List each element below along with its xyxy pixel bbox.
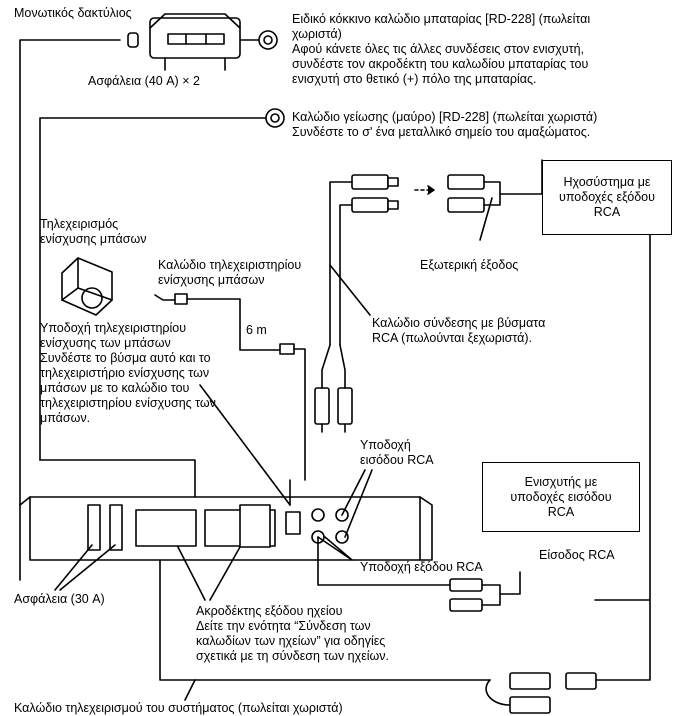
bass-socket-text: τηλεχειριστήριο ενίσχυσης των (40, 366, 210, 380)
rca-amplifier-text: RCA (547, 504, 575, 519)
fuse-box-40a-icon (149, 13, 241, 71)
ring-insulator-icon (127, 32, 139, 48)
bass-remote-text: Τηλεχειρισμός (40, 217, 119, 231)
battery-wire-text: συνδέστε τον ακροδέκτη του καλωδίου μπατ… (292, 57, 589, 71)
rca-input-label: Είσοδος RCA (539, 548, 615, 562)
bass-remote-cable-text: ενίσχυσης μπάσων (158, 273, 265, 287)
bass-socket-text: ενίσχυσης των μπάσων (40, 336, 171, 350)
rca-input-socket-note: Υποδοχή εισόδου RCA (360, 438, 434, 468)
amplifier-icon (19, 496, 433, 561)
rca-input-socket-text: Υποδοχή (360, 438, 411, 452)
bass-socket-text: τηλεχειριστηρίου ενίσχυσης των (40, 396, 216, 410)
ring-insulator-label: Μονωτικός δακτύλιος (14, 6, 132, 20)
speaker-terminal-note: Ακροδέκτης εξόδου ηχείου Δείτε την ενότη… (196, 604, 389, 664)
speaker-terminal-text: Ακροδέκτης εξόδου ηχείου (196, 604, 343, 618)
battery-wire-text: Αφού κάνετε όλες τις άλλες συνδέσεις στο… (292, 42, 584, 56)
speaker-terminal-text: καλωδίων των ηχείων” για οδηγίες (196, 634, 386, 648)
speaker-terminal-text: σχετικά με τη σύνδεση των ηχείων. (196, 649, 390, 663)
bass-remote-title: Τηλεχειρισμός ενίσχυσης μπάσων (40, 217, 146, 247)
battery-wire-text: Ειδικό κόκκινο καλώδιο μπαταρίας [RD-228… (292, 12, 591, 26)
battery-wire-text: χωριστά) (292, 27, 342, 41)
rca-output-socket-label: Υποδοχή εξόδου RCA (360, 560, 483, 574)
bass-remote-cable-title: Καλώδιο τηλεχειριστηρίου ενίσχυσης μπάσω… (158, 258, 301, 288)
external-output-label: Εξωτερική έξοδος (420, 258, 519, 272)
pointer-lines (54, 197, 493, 701)
rca-cable-text: Καλώδιο σύνδεσης με βύσματα (372, 316, 546, 330)
system-remote-label: Καλώδιο τηλεχειρισμού του συστήματος (πω… (14, 701, 343, 715)
fuse-30a-label: Ασφάλεια (30 A) (14, 592, 105, 606)
ground-wire-text: Καλώδιο γείωσης (μαύρο) [RD-228] (πωλείτ… (292, 110, 598, 124)
ground-wire-note: Καλώδιο γείωσης (μαύρο) [RD-228] (πωλείτ… (292, 110, 597, 140)
bass-remote-text: ενίσχυσης μπάσων (40, 232, 147, 246)
cable-length-label: 6 m (246, 323, 267, 337)
rca-input-plugs-icon (314, 344, 353, 433)
rca-amplifier-text: Ενισχυτής με (524, 474, 598, 489)
rca-amplifier-box: Ενισχυτής με υποδοχές εισόδου RCA (482, 462, 640, 532)
rca-cable-note: Καλώδιο σύνδεσης με βύσματα RCA (πωλούντ… (372, 316, 545, 346)
rca-output-plugs-icon (329, 174, 543, 346)
system-remote-cable (159, 559, 651, 714)
audio-system-text: RCA (593, 205, 621, 219)
rca-cable-text: RCA (πωλούνται ξεχωριστά). (372, 331, 533, 345)
bass-socket-note: Υποδοχή τηλεχειριστηρίου ενίσχυσης των μ… (40, 321, 216, 426)
audio-system-text: Ηχοσύστημα με (563, 175, 651, 189)
rca-input-socket-text: εισόδου RCA (360, 453, 434, 467)
bass-socket-text: Υποδοχή τηλεχειριστηρίου (40, 321, 187, 335)
bass-socket-text: μπάσων με το καλώδιο του (40, 381, 190, 395)
speaker-terminal-text: Δείτε την ενότητα “Σύνδεση των (196, 619, 371, 633)
bass-remote-knob-icon (61, 257, 113, 316)
battery-wire-text: ενισχυτή στο θετικό (+) πόλο της μπαταρί… (292, 72, 537, 86)
fuse-40a-label: Ασφάλεια (40 A) × 2 (88, 74, 200, 88)
ground-wire (39, 108, 285, 506)
rca-amplifier-text: υποδοχές εισόδου (510, 489, 612, 504)
rca-amp-plugs-icon (317, 536, 521, 612)
bass-socket-text: Συνδέστε το βύσμα αυτό και το (40, 351, 211, 365)
battery-wire-note: Ειδικό κόκκινο καλώδιο μπαταρίας [RD-228… (292, 12, 590, 87)
bass-socket-text: μπάσων. (40, 411, 91, 425)
ground-wire-text: Συνδέστε το σ' ένα μεταλλικό σημείο του … (292, 125, 591, 139)
bass-remote-cable (154, 293, 306, 506)
bass-remote-cable-text: Καλώδιο τηλεχειριστηρίου (158, 258, 302, 272)
audio-system-text: υποδοχές εξόδου (559, 190, 655, 204)
audio-system-box: Ηχοσύστημα με υποδοχές εξόδου RCA (542, 160, 672, 235)
